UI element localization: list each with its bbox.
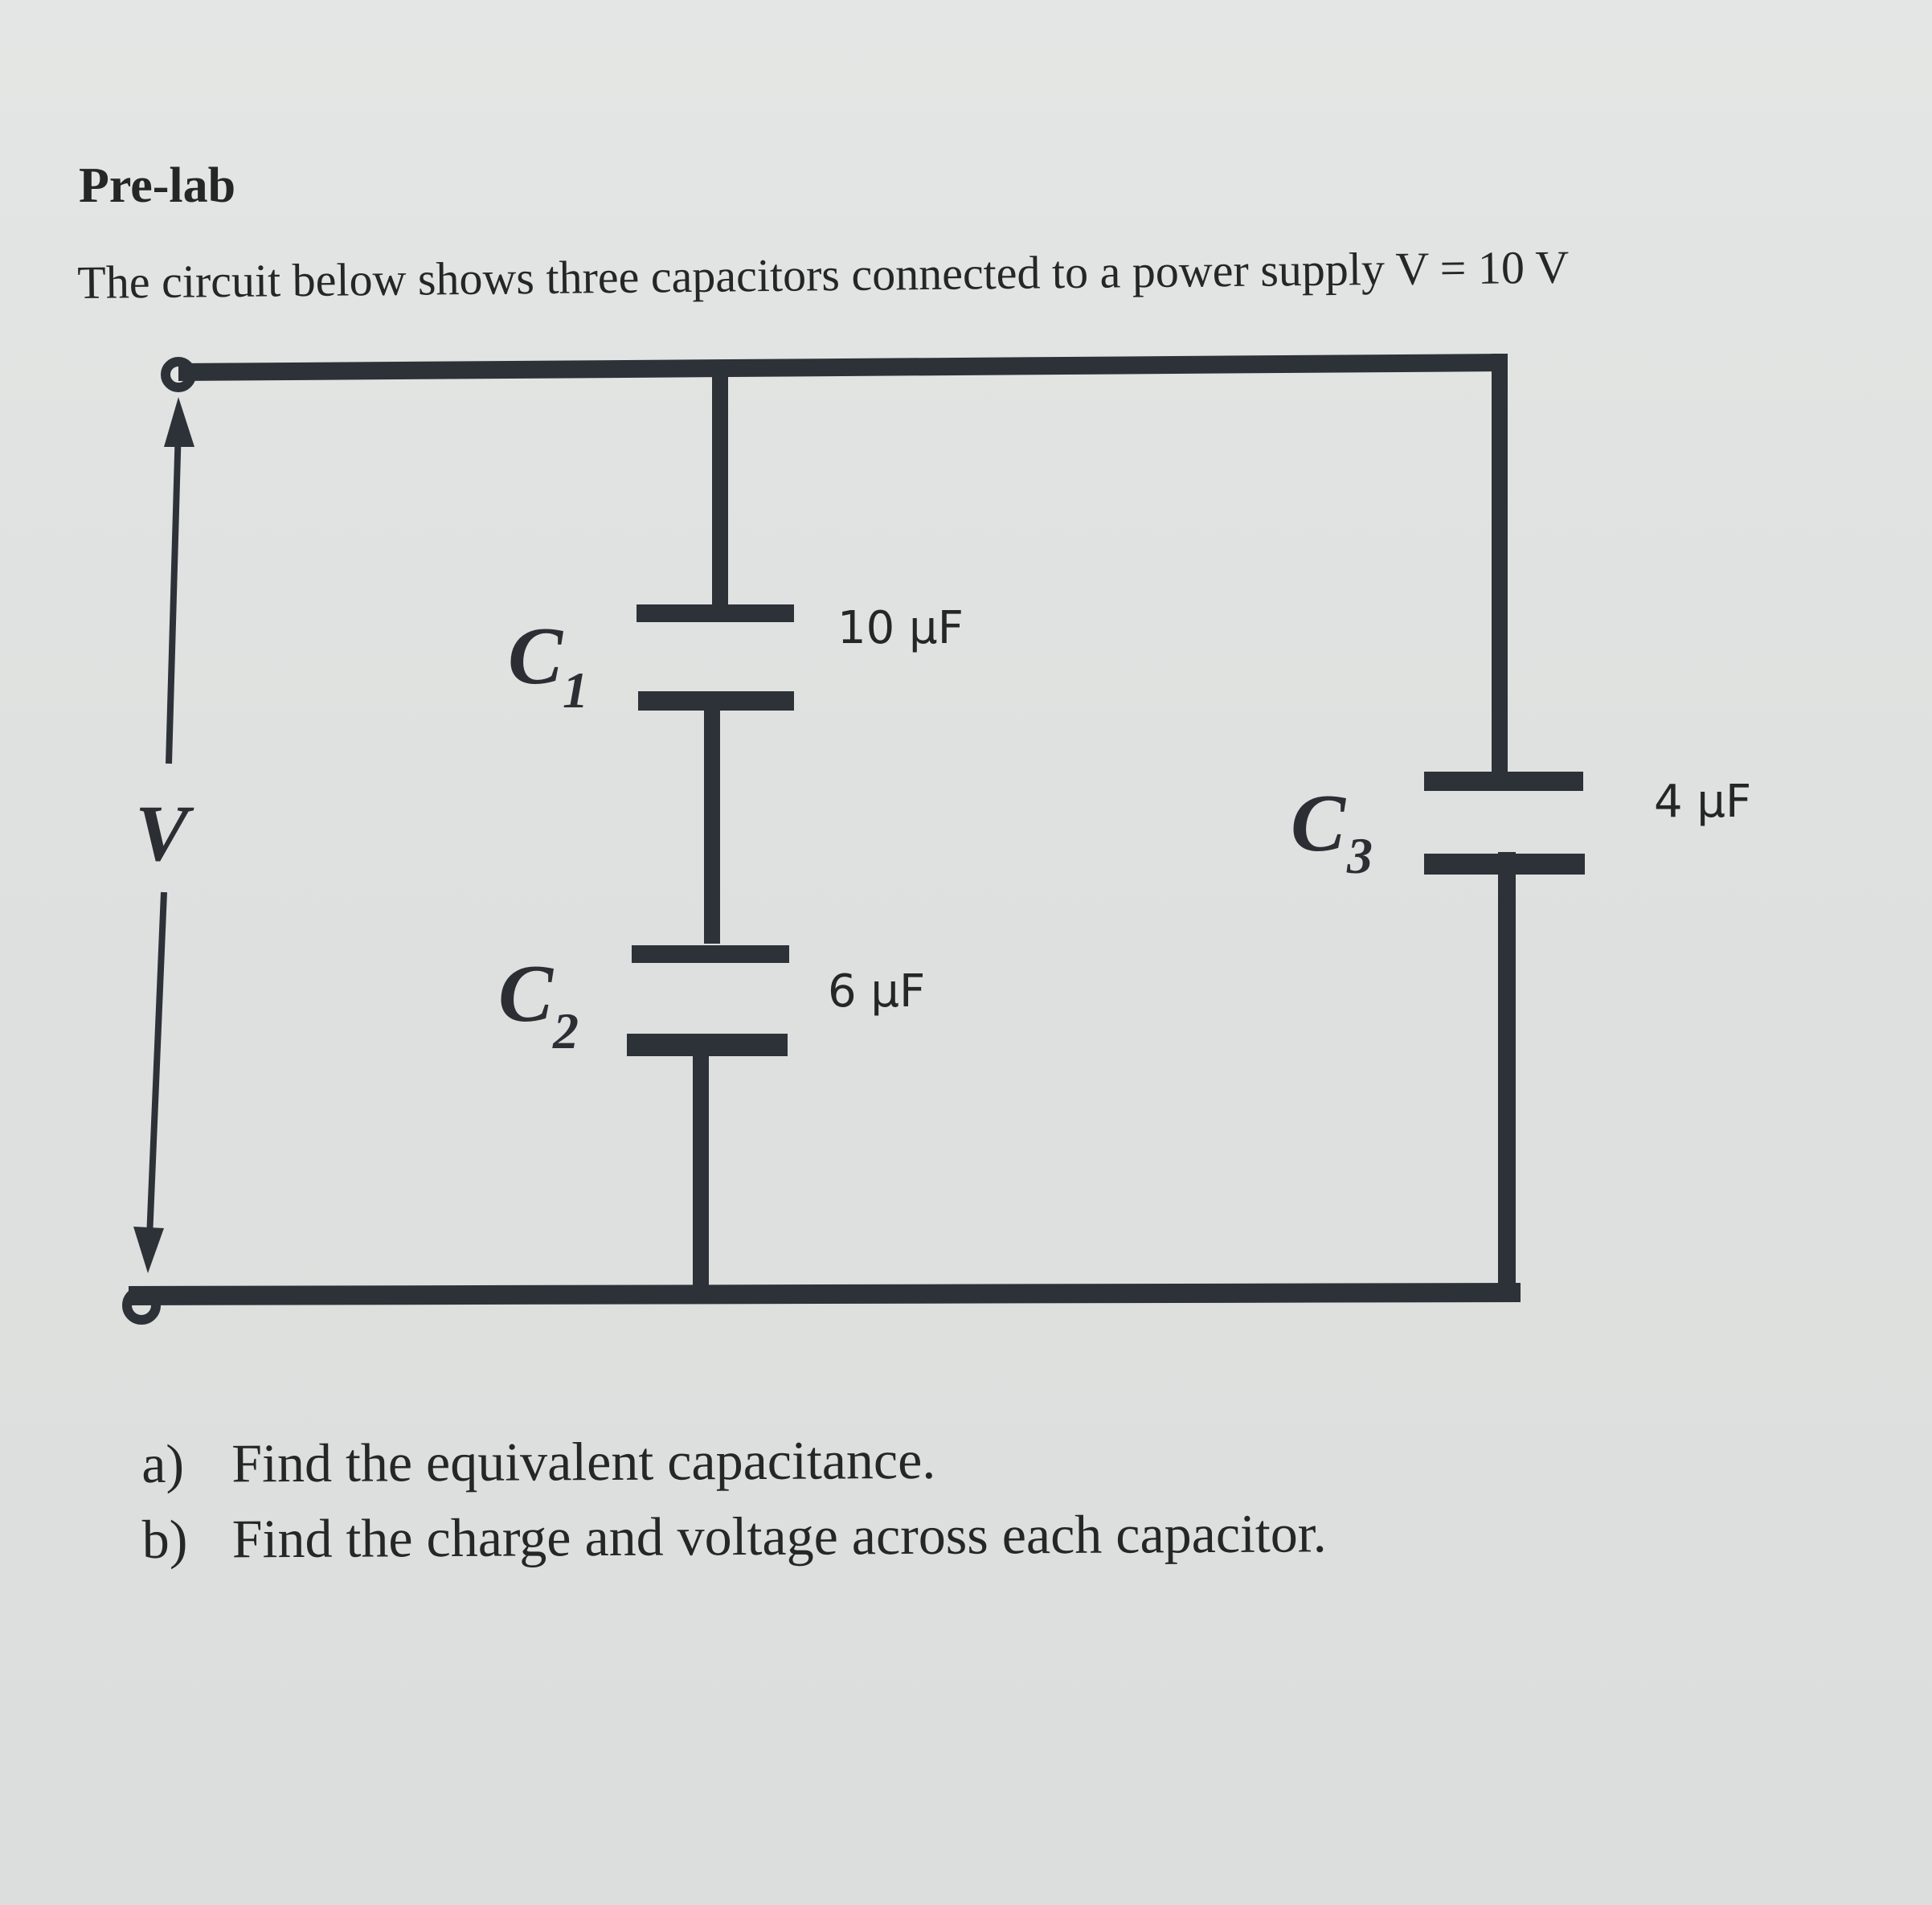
c1-value: 10 μF bbox=[837, 602, 964, 654]
question-marker: a) bbox=[141, 1432, 185, 1494]
right-wire-upper bbox=[1492, 354, 1508, 772]
c3-label: C 3 bbox=[1291, 778, 1373, 884]
section-heading: Pre-lab bbox=[79, 158, 236, 213]
c3-value: 4 μF bbox=[1654, 776, 1751, 828]
question-item: a) Find the equivalent capacitance. bbox=[141, 1420, 1326, 1501]
c2-label: C 2 bbox=[498, 948, 579, 1059]
c3-plate-top bbox=[1424, 772, 1583, 791]
c2-value: 6 μF bbox=[828, 965, 925, 1018]
bottom-wire bbox=[129, 1283, 1521, 1305]
question-marker: b) bbox=[141, 1508, 188, 1570]
terminal-top bbox=[161, 357, 196, 392]
question-list: a) Find the equivalent capacitance. b) F… bbox=[141, 1420, 1327, 1577]
c2-plate-top bbox=[632, 945, 789, 963]
c3-name: C bbox=[1291, 778, 1346, 869]
c2-subscript: 2 bbox=[552, 1002, 579, 1059]
top-wire bbox=[178, 354, 1508, 381]
c1-label: C 1 bbox=[508, 611, 588, 719]
question-text: Find the equivalent capacitance. bbox=[231, 1428, 936, 1494]
terminal-bottom bbox=[122, 1286, 161, 1325]
c1-plate-bottom bbox=[638, 691, 794, 711]
arrow-head-up-icon bbox=[164, 397, 194, 447]
c2-plate-bottom bbox=[627, 1034, 788, 1056]
c3-plate-bottom bbox=[1424, 854, 1585, 875]
mid-wire-top bbox=[712, 371, 728, 612]
c1-subscript: 1 bbox=[563, 662, 588, 719]
mid-wire-bottom bbox=[693, 1055, 709, 1293]
question-text: Find the charge and voltage across each … bbox=[231, 1502, 1327, 1570]
c3-subscript: 3 bbox=[1346, 827, 1373, 884]
right-wire-lower bbox=[1498, 852, 1516, 1302]
c1-name: C bbox=[508, 611, 563, 702]
source-label: V bbox=[135, 789, 194, 878]
c1-plate-top bbox=[636, 604, 794, 622]
c2-name: C bbox=[498, 948, 554, 1039]
voltage-arrow-upper bbox=[166, 425, 182, 764]
mid-wire-center bbox=[704, 711, 720, 944]
arrow-head-down-icon bbox=[133, 1227, 164, 1273]
question-item: b) Find the charge and voltage across ea… bbox=[141, 1495, 1327, 1577]
voltage-arrow-lower bbox=[146, 891, 167, 1239]
